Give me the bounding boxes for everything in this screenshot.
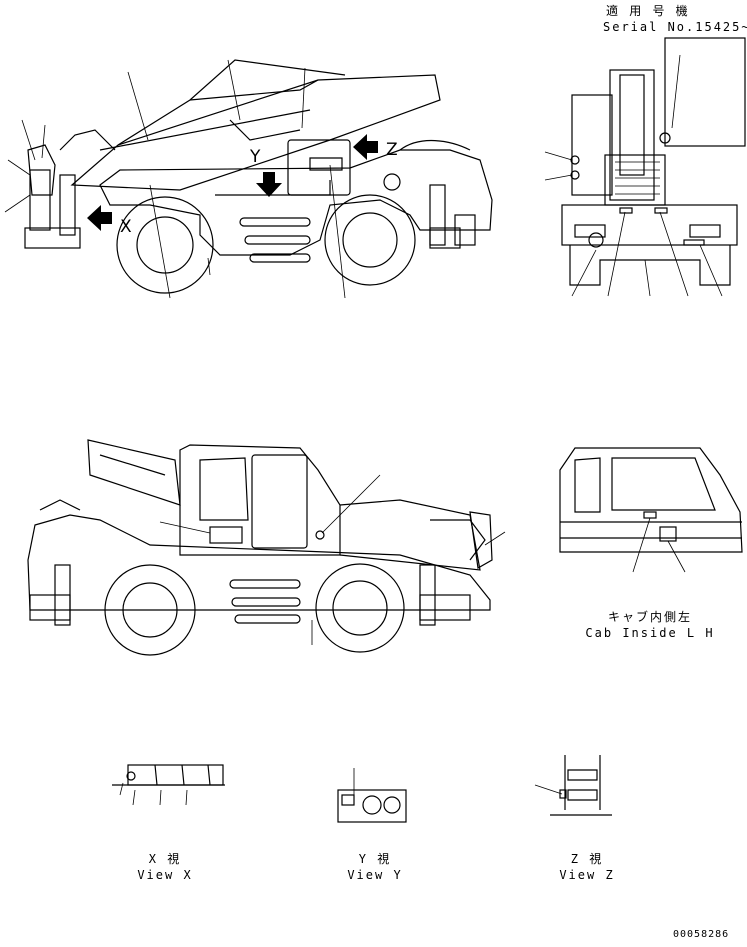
drawing-number: 00058286 bbox=[673, 929, 730, 940]
view-x-caption-en: View X bbox=[137, 868, 193, 882]
view-x-arrow bbox=[87, 205, 112, 231]
serial-number-label: Serial No.15425~ bbox=[603, 20, 747, 34]
cab-view-caption-en: Cab Inside L H bbox=[585, 626, 715, 640]
view-x-detail bbox=[112, 764, 225, 806]
marker-x: X bbox=[120, 217, 132, 237]
view-y-caption-jp: Y 視 bbox=[358, 852, 392, 866]
marker-z: Z bbox=[386, 140, 398, 160]
view-z-detail bbox=[534, 755, 612, 816]
cab-view-caption-jp: キャブ内側左 bbox=[607, 610, 693, 624]
view-y-arrow bbox=[256, 172, 282, 197]
cab-inside-view bbox=[559, 447, 743, 573]
view-y-detail bbox=[337, 768, 407, 823]
view-x-caption-jp: X 視 bbox=[148, 852, 182, 866]
rear-view bbox=[544, 37, 746, 297]
view-y-caption-en: View Y bbox=[347, 868, 403, 882]
view-z-caption-jp: Z 視 bbox=[570, 852, 604, 866]
marker-y: Y bbox=[249, 147, 261, 167]
view-z-arrow bbox=[353, 134, 378, 160]
side-view-left bbox=[27, 439, 506, 656]
view-z-caption-en: View Z bbox=[559, 868, 615, 882]
applicable-serial-label-jp: 適 用 号 機 bbox=[606, 4, 690, 18]
side-view-right: Y Z X bbox=[4, 59, 493, 299]
